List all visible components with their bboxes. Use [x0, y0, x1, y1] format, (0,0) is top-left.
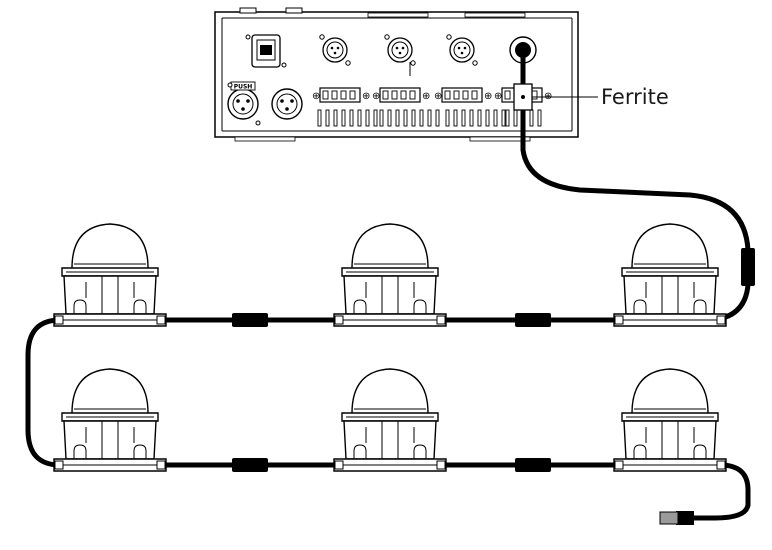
cable-coupler-icon: [232, 313, 268, 327]
vent-slot: [411, 109, 416, 127]
ferrite-callout: Ferrite: [532, 85, 669, 109]
xlr-connector-icon: PUSH: [227, 81, 261, 126]
dome-light-fixture-icon: [613, 368, 727, 472]
vent-slot: [445, 109, 450, 127]
vent-slot: [317, 109, 322, 127]
ferrite-core: [513, 83, 533, 111]
terminal-block-icon: [371, 87, 431, 103]
vent-slot: [333, 109, 338, 127]
cable-coupler-icon: [515, 313, 551, 327]
vent-slot: [453, 109, 458, 127]
vent-slot: [493, 109, 498, 127]
vent-slots: [317, 109, 542, 127]
vent-slot: [427, 109, 432, 127]
vent-slot: [529, 109, 534, 127]
cable-coupler-icon: [741, 248, 755, 286]
vent-slot: [477, 109, 482, 127]
vent-slot: [349, 109, 354, 127]
vent-slot: [537, 109, 542, 127]
dome-light-fixture-icon: [333, 223, 447, 327]
vent-slot: [501, 109, 506, 127]
vent-slot: [469, 109, 474, 127]
vent-slot: [373, 109, 378, 127]
ferrite-label: Ferrite: [601, 85, 669, 109]
dome-light-fixture-icon: [613, 223, 727, 327]
vent-slot: [435, 109, 440, 127]
vent-slot: [485, 109, 490, 127]
vent-slot: [365, 109, 370, 127]
xlr-connector-icon: [271, 88, 303, 120]
vent-slot: [325, 109, 330, 127]
vent-slot: [341, 109, 346, 127]
vent-slot: [379, 109, 384, 127]
ethercon-connector-icon: [245, 34, 287, 68]
vent-slot: [403, 109, 408, 127]
vent-slot: [505, 109, 510, 127]
vent-slot: [395, 109, 400, 127]
vent-slot: [387, 109, 392, 127]
cable-coupler-icon: [515, 458, 551, 472]
dome-light-fixture-icon: [53, 368, 167, 472]
dome-light-fixture-icon: [53, 223, 167, 327]
dome-light-fixture-icon: [333, 368, 447, 472]
terminal-block-icon: [433, 87, 493, 103]
vent-slot: [513, 109, 518, 127]
end-connector-icon: [659, 511, 694, 525]
vent-slot: [461, 109, 466, 127]
vent-slot: [419, 109, 424, 127]
vent-slot: [357, 109, 362, 127]
cable-coupler-icon: [232, 458, 268, 472]
terminal-block-icon: [311, 87, 371, 103]
xlr-push-badge: PUSH: [234, 84, 253, 91]
